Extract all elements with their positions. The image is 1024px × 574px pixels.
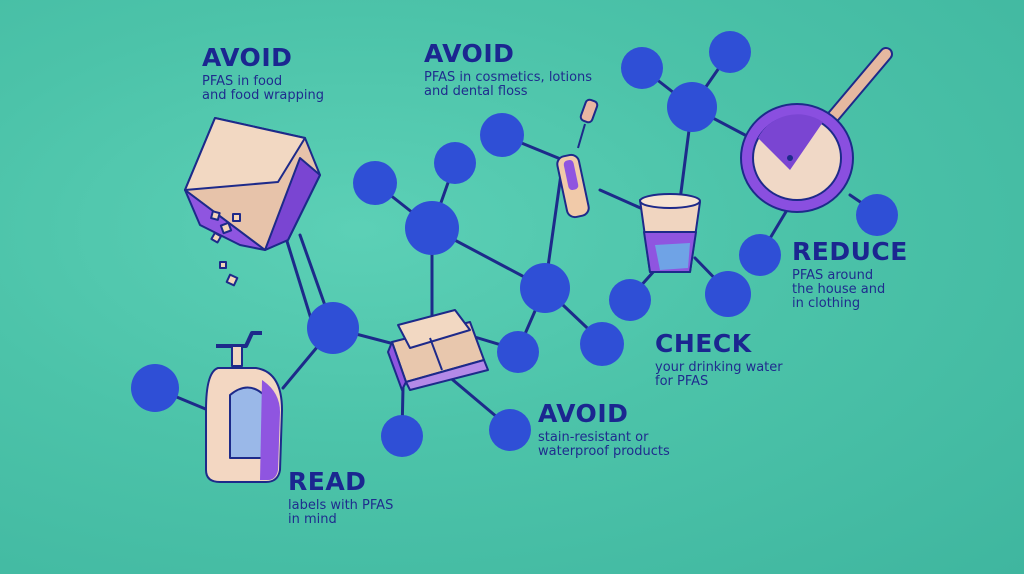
tip-stain: AVOID stain-resistant or waterproof prod…	[538, 400, 670, 459]
node	[353, 161, 397, 205]
tip-heading: CHECK	[655, 329, 752, 358]
node	[667, 82, 717, 132]
frying-pan-icon	[740, 47, 893, 213]
tip-text: PFAS around the house and in clothing	[792, 268, 886, 312]
tip-water: CHECK your drinking water for PFAS	[655, 330, 783, 389]
nail-polish-icon	[556, 98, 599, 219]
tip-heading: REDUCE	[792, 237, 908, 266]
node	[131, 364, 179, 412]
tip-text: labels with PFAS in mind	[288, 498, 394, 528]
tip-heading: AVOID	[538, 399, 629, 428]
sofa-icon	[387, 309, 489, 391]
edge	[598, 188, 647, 212]
node	[580, 322, 624, 366]
tip-heading: AVOID	[424, 39, 515, 68]
tip-text: PFAS in food and food wrapping	[202, 74, 325, 104]
tip-text: your drinking water for PFAS	[655, 360, 783, 390]
edge	[284, 236, 314, 324]
tip-text: stain-resistant or waterproof products	[538, 430, 670, 460]
node	[739, 234, 781, 276]
tip-heading: AVOID	[202, 43, 293, 72]
tip-heading: READ	[288, 467, 367, 496]
node	[405, 201, 459, 255]
node	[489, 409, 531, 451]
lotion-bottle-icon	[205, 331, 283, 483]
tip-cosmetics: AVOID PFAS in cosmetics, lotions and den…	[424, 40, 592, 99]
node	[856, 194, 898, 236]
node	[307, 302, 359, 354]
food-bag-icon	[184, 117, 321, 287]
node	[381, 415, 423, 457]
water-cup-icon	[639, 193, 701, 273]
node	[434, 142, 476, 184]
node	[709, 31, 751, 73]
node	[520, 263, 570, 313]
node	[705, 271, 751, 317]
tip-labels: READ labels with PFAS in mind	[288, 468, 393, 527]
node	[480, 113, 524, 157]
node	[497, 331, 539, 373]
tip-text: PFAS in cosmetics, lotions and dental fl…	[424, 70, 593, 100]
node	[609, 279, 651, 321]
tip-food: AVOID PFAS in food and food wrapping	[202, 44, 324, 103]
nodes	[131, 31, 898, 457]
tip-house: REDUCE PFAS around the house and in clot…	[792, 238, 908, 311]
node	[621, 47, 663, 89]
